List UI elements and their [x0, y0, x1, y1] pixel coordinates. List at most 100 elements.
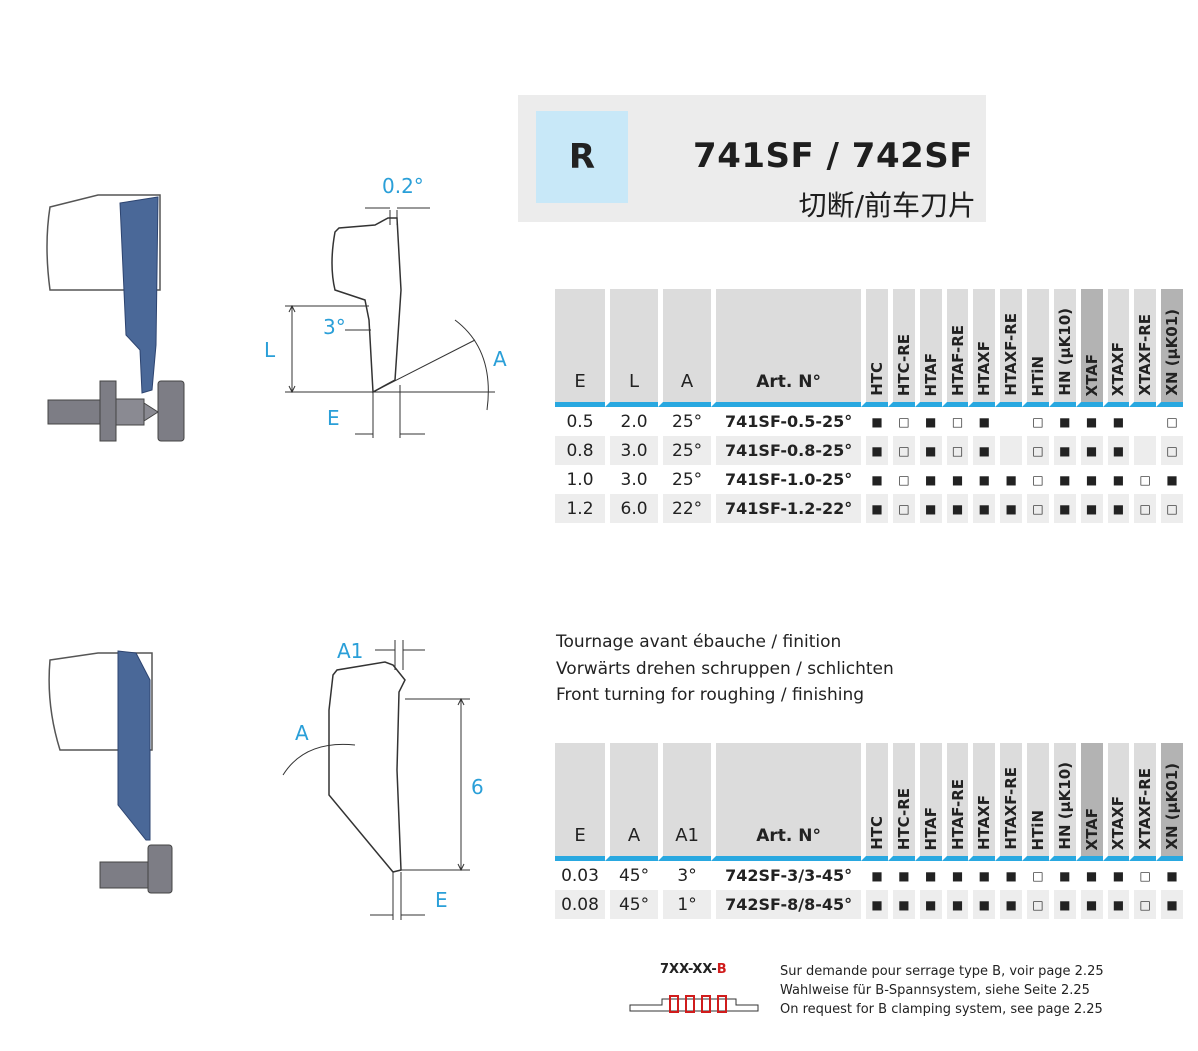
label-angle-a1: A1 — [337, 639, 363, 663]
availability-mark: ■ — [995, 494, 1023, 523]
workpiece-collar — [99, 380, 117, 442]
grade-header-6: HTiN — [1022, 743, 1049, 861]
label-edge-e: E — [327, 406, 340, 430]
availability-mark: ■ — [888, 861, 915, 890]
cell-a: 22° — [658, 494, 712, 523]
cell-l: 3.0 — [605, 436, 659, 465]
availability-mark: □ — [888, 465, 915, 494]
cell-a1: 3° — [658, 861, 711, 890]
availability-mark: ■ — [995, 861, 1022, 890]
availability-mark: ■ — [968, 436, 996, 465]
cell-e: 0.08 — [555, 890, 606, 919]
cell-art: 741SF-0.5-25° — [711, 407, 861, 436]
availability-mark: □ — [1022, 890, 1049, 919]
availability-mark: ■ — [914, 465, 942, 494]
availability-mark: ■ — [941, 494, 969, 523]
col-header-a1-2: A1 — [658, 743, 712, 861]
workpiece-disk — [157, 380, 185, 442]
label-angle-0.2: 0.2° — [382, 174, 424, 198]
availability-mark: ■ — [968, 407, 995, 436]
label-edge-e-bottom: E — [435, 888, 448, 912]
availability-mark: ■ — [914, 890, 942, 919]
cell-e: 1.2 — [555, 494, 606, 523]
grade-header-10: XTAXF-RE — [1129, 743, 1157, 861]
grade-header-4: HTAXF — [968, 289, 996, 407]
description-de: Vorwärts drehen schruppen / schlichten — [556, 658, 894, 679]
cell-a: 45° — [605, 861, 658, 890]
workpiece-cone — [143, 402, 159, 422]
cell-e: 1.0 — [566, 469, 594, 490]
grade-header-0: HTC — [861, 289, 888, 407]
cell-art: 742SF-8/8-45° — [711, 890, 862, 919]
availability-mark: □ — [1129, 494, 1157, 523]
availability-mark: ■ — [1102, 861, 1130, 890]
availability-mark: ■ — [1102, 407, 1130, 436]
cell-art: 742SF-3/3-45° — [711, 861, 861, 890]
grade-header-8: XTAF — [1075, 289, 1103, 407]
cell-e: 0.5 — [566, 411, 594, 432]
description-en: Front turning for roughing / finishing — [556, 685, 865, 705]
product-title: 741SF / 742SF — [693, 136, 973, 176]
availability-mark: ■ — [995, 465, 1022, 494]
series-badge: R — [536, 111, 628, 203]
availability-mark: ■ — [861, 465, 888, 494]
grade-header-3: HTAF-RE — [941, 743, 969, 861]
insert-geometry-diagram-top: 0.2° 3° L A E — [264, 174, 507, 438]
availability-mark: □ — [1156, 407, 1183, 436]
description-fr: Tournage avant ébauche / finition — [556, 632, 842, 652]
availability-mark: □ — [888, 436, 915, 465]
parting-tool-illustration — [46, 194, 185, 442]
workpiece-neck — [115, 398, 145, 426]
cell-a: 25° — [658, 407, 711, 436]
workpiece-shaft-2 — [99, 861, 156, 889]
label-length-l: L — [264, 338, 276, 362]
cell-a1: 1° — [658, 890, 712, 919]
availability-mark: ■ — [995, 890, 1023, 919]
grade-header-6: HTiN — [1022, 289, 1049, 407]
availability-mark: ■ — [1102, 465, 1130, 494]
cell-l: 3.0 — [605, 465, 658, 494]
cell-a: 45° — [605, 890, 659, 919]
availability-mark — [995, 407, 1022, 436]
availability-mark: ■ — [1075, 494, 1103, 523]
cell-l: 6.0 — [605, 494, 659, 523]
availability-mark: ■ — [1102, 890, 1130, 919]
availability-mark: ■ — [1102, 494, 1130, 523]
availability-mark — [1129, 407, 1156, 436]
availability-mark: ■ — [914, 861, 942, 890]
availability-mark: ■ — [968, 465, 995, 494]
clamping-code: 7XX-XX-B — [660, 962, 727, 977]
grade-header-4: HTAXF — [968, 743, 996, 861]
availability-mark: □ — [941, 436, 969, 465]
cell-art: 741SF-1.2-22° — [711, 494, 862, 523]
cell-art: 741SF-0.8-25° — [711, 436, 862, 465]
availability-mark: ■ — [1156, 861, 1183, 890]
col-header-art: Art. N° — [711, 289, 862, 407]
availability-mark: ■ — [914, 494, 942, 523]
front-turning-illustration — [48, 650, 173, 894]
availability-mark: ■ — [861, 494, 888, 523]
availability-mark: ■ — [1075, 890, 1103, 919]
availability-mark: ■ — [1102, 436, 1130, 465]
footnote-en: On request for B clamping system, see pa… — [780, 1002, 1103, 1017]
col-header-art-2: Art. N° — [711, 743, 862, 861]
availability-mark: ■ — [914, 407, 942, 436]
availability-mark: □ — [1022, 861, 1049, 890]
label-angle-a: A — [493, 347, 507, 371]
availability-mark: ■ — [888, 890, 915, 919]
availability-mark — [995, 436, 1023, 465]
grade-header-3: HTAF-RE — [941, 289, 969, 407]
availability-mark: □ — [1129, 465, 1156, 494]
availability-mark: ■ — [941, 861, 969, 890]
availability-mark: ■ — [1075, 407, 1103, 436]
grade-header-11: XN (µK01) — [1156, 289, 1183, 407]
availability-mark: □ — [1022, 465, 1049, 494]
availability-mark: ■ — [861, 861, 888, 890]
insert-outline — [331, 217, 402, 394]
availability-mark: ■ — [1048, 861, 1076, 890]
